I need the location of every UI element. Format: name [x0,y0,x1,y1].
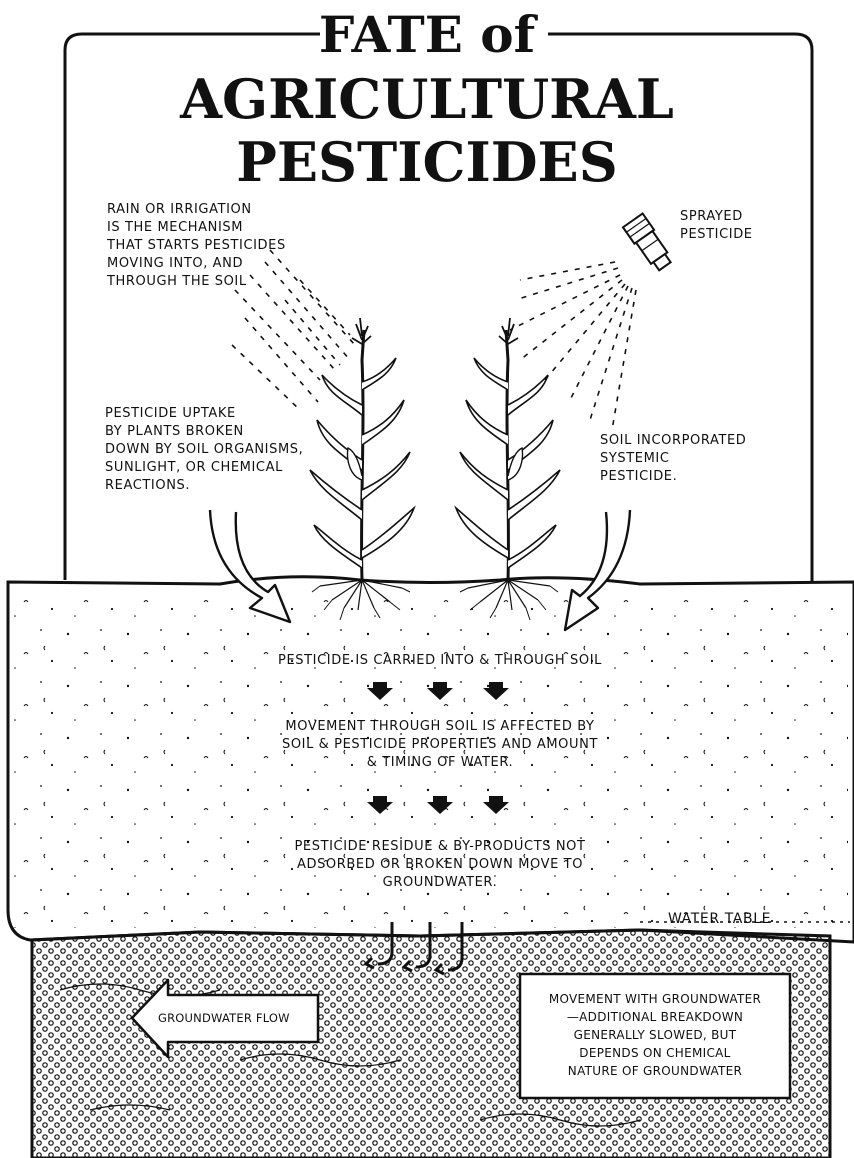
water-table-label: WATER TABLE [668,910,808,928]
soil-step-1: PESTICIDE IS CARRIED INTO & THROUGH SOIL [240,652,640,670]
title-line-3: PESTICIDES [0,135,854,189]
sprayed-pesticide-label: SPRAYED PESTICIDE [680,208,800,244]
sprayer-nozzle-icon [623,214,675,274]
plant-uptake-label: PESTICIDE UPTAKE BY PLANTS BROKEN DOWN B… [105,405,320,495]
rain-irrigation-label: RAIN or IRRIGATION IS THE MECHANISM THAT… [107,201,327,291]
soil-step-2: MOVEMENT THROUGH SOIL IS AFFECTED BY SOI… [250,718,630,772]
left-corn-plant [310,318,414,620]
soil-systemic-label: SOIL INCORPORATED SYSTEMIC PESTICIDE. [600,432,780,486]
soil-step-3: PESTICIDE RESIDUE & BY-PRODUCTS NOT ADSO… [250,838,630,892]
spray-streaks [510,262,636,430]
groundwater-flow-label: GROUNDWATER FLOW [158,1009,316,1027]
right-corn-plant [456,318,560,620]
groundwater-movement-label: MOVEMENT WITH GROUNDWATER —ADDITIONAL BR… [524,990,786,1080]
title-line-1: FATE of [0,10,854,60]
title-line-2: AGRICULTURAL [0,72,854,126]
